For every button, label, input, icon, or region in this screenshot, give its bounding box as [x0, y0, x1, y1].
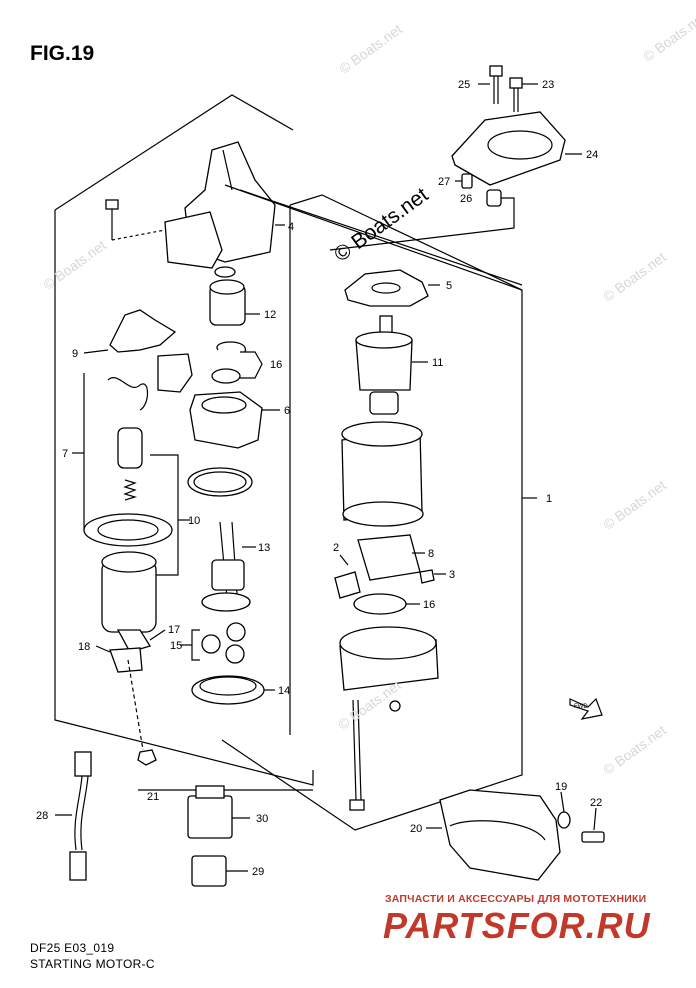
- callout-6: 6: [284, 405, 290, 417]
- part-end-cover: [339, 626, 439, 691]
- callout-29: 29: [252, 866, 264, 878]
- part-clamp-18: [95, 645, 143, 673]
- part-relay-30: [187, 785, 250, 839]
- part-gasket-ring: [187, 467, 253, 497]
- callout-28: 28: [36, 810, 48, 822]
- part-housing-6: [189, 391, 280, 449]
- callout-19: 19: [555, 781, 567, 793]
- fwd-arrow-icon: FWD: [569, 697, 603, 720]
- callout-7: 7: [62, 448, 68, 460]
- part-nut-21: [127, 659, 157, 766]
- part-relay-29: [191, 855, 248, 887]
- figure-title: FIG.19: [30, 42, 95, 65]
- callout-3: 3: [449, 569, 455, 581]
- callout-21: 21: [147, 791, 159, 803]
- part-brush-group: [72, 353, 193, 576]
- callout-22: 22: [590, 797, 602, 809]
- callout-16b: 16: [423, 599, 435, 611]
- callout-4: 4: [288, 221, 294, 233]
- part-clip-16a: [211, 341, 263, 384]
- part-plate-5: [344, 269, 440, 307]
- callout-5: 5: [446, 280, 452, 292]
- callout-24: 24: [586, 149, 598, 161]
- part-washer-19: [557, 791, 571, 829]
- part-yoke-housing: [341, 421, 424, 527]
- part-bolt-25: [478, 65, 503, 104]
- callout-18: 18: [78, 641, 90, 653]
- callout-27: 27: [438, 176, 450, 188]
- callout-10: 10: [188, 515, 200, 527]
- callout-15: 15: [170, 640, 182, 652]
- part-lever-9: [83, 309, 177, 354]
- callout-17: 17: [168, 624, 180, 636]
- assembly-frame-right: [221, 194, 537, 831]
- part-planet-gears: [180, 622, 246, 664]
- fwd-label: FWD: [574, 704, 588, 710]
- callout-14: 14: [278, 685, 290, 697]
- part-bolt-23: [509, 77, 538, 112]
- callout-16a: 16: [270, 359, 282, 371]
- callout-13: 13: [258, 542, 270, 554]
- part-bolt-switch: [105, 199, 166, 241]
- part-magnetic-switch: [164, 141, 523, 291]
- part-collar-26: [329, 189, 515, 251]
- callout-labels: 1 2 3 4 5 6 7 8 9 10 11 12 13 14 15 16 1…: [36, 79, 602, 878]
- assembly-frame-outer: [54, 94, 314, 791]
- callout-2: 2: [333, 542, 339, 554]
- part-through-bolt: [349, 699, 401, 811]
- callout-23: 23: [542, 79, 554, 91]
- part-shaft-13: [201, 521, 256, 612]
- diagram-code: DF25 E03_019: [30, 941, 115, 955]
- callout-8: 8: [428, 548, 434, 560]
- part-armature-11: [355, 315, 428, 415]
- callout-9: 9: [72, 348, 78, 360]
- callout-25: 25: [458, 79, 470, 91]
- part-disc-16: [353, 593, 420, 615]
- part-motor-yoke: [101, 551, 166, 653]
- part-pinion-12: [209, 266, 260, 326]
- part-brush-holder-8: [334, 534, 425, 599]
- part-ring-gear-14: [191, 675, 275, 705]
- callout-30: 30: [256, 813, 268, 825]
- shop-logo: PARTSFOR.RU: [383, 905, 651, 946]
- shop-tagline: ЗАПЧАСТИ И АКСЕССУАРЫ ДЛЯ МОТОТЕХНИКИ: [385, 893, 647, 905]
- part-bracket-24: [451, 111, 582, 186]
- callout-1: 1: [546, 493, 552, 505]
- callout-12: 12: [264, 309, 276, 321]
- part-bracket-20: [426, 789, 561, 881]
- part-cable-28: [55, 751, 92, 881]
- part-screw-3: [419, 569, 446, 584]
- part-bolt-22: [581, 807, 605, 843]
- diagram-caption: STARTING MOTOR-C: [30, 957, 155, 971]
- part-collar-27: [455, 173, 473, 189]
- callout-11: 11: [432, 357, 443, 369]
- callout-26: 26: [460, 193, 472, 205]
- callout-20: 20: [410, 823, 422, 835]
